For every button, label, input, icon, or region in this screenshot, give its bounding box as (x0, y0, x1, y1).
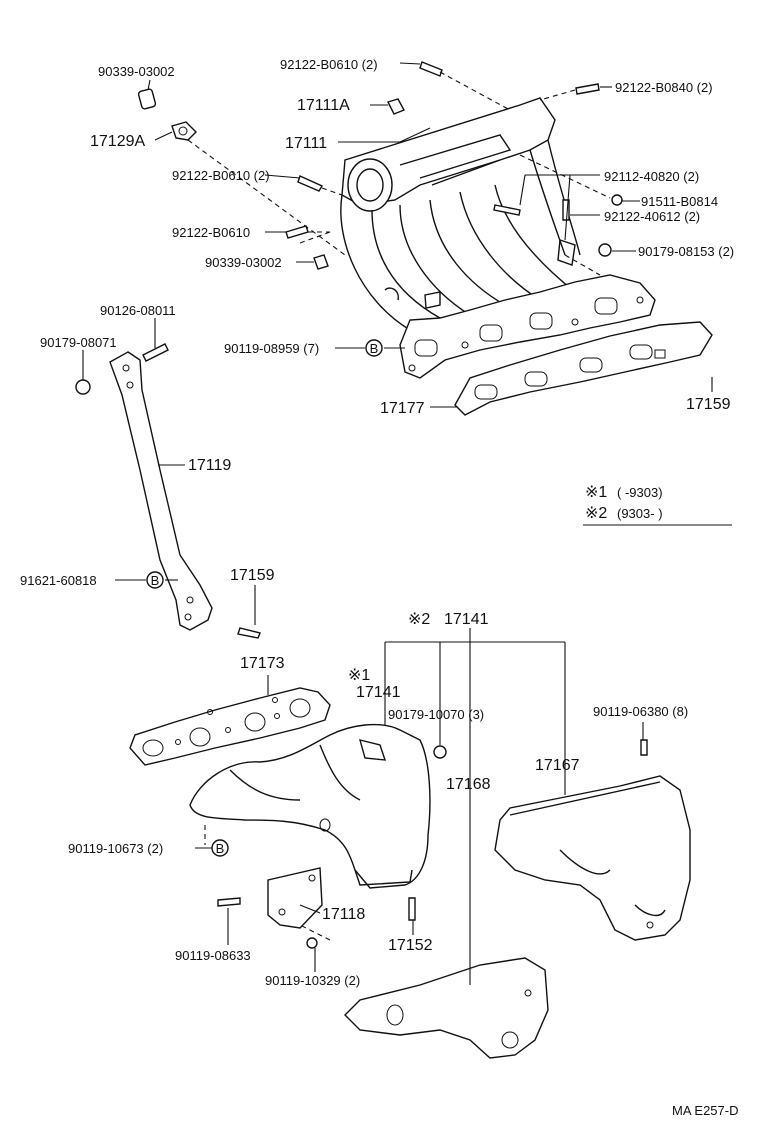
label-92122-40612: 92122-40612 (2) (604, 209, 700, 224)
circle-b-marker-3: B (211, 839, 229, 857)
label-17119: 17119 (188, 457, 231, 474)
exhaust-gasket-17173 (129, 687, 331, 766)
label-17167: 17167 (535, 757, 580, 774)
label-17141-2: 17141 (444, 611, 489, 628)
intake-gasket-17177 (454, 321, 713, 416)
label-17111A: 17111A (297, 97, 350, 114)
label-92122-B0610-2-top: 92122-B0610 (2) (280, 57, 378, 72)
label-90119-10329: 90119-10329 (2) (265, 973, 360, 988)
circle-b-marker-1: B (365, 339, 383, 357)
legend-mark-2: ※2 (585, 505, 607, 522)
legend-range-1: ( -9303) (617, 485, 663, 500)
exhaust-manifold-17141 (189, 723, 447, 921)
label-92112-40820: 92112-40820 (2) (604, 169, 699, 184)
heat-insulator-17168 (344, 957, 549, 1059)
label-mark-2-17141: ※2 (408, 611, 430, 628)
label-90126-08011: 90126-08011 (100, 303, 176, 318)
label-92122-B0610: 92122-B0610 (172, 225, 250, 240)
label-90179-10070: 90179-10070 (3) (388, 707, 484, 722)
manifold-bracket-17118 (217, 867, 323, 949)
label-91511-B0814: 91511-B0814 (641, 194, 718, 209)
label-90119-08959: 90119-08959 (7) (224, 341, 319, 356)
svg-text:B: B (370, 341, 379, 356)
label-90339-03002-mid: 90339-03002 (205, 255, 282, 270)
svg-text:B: B (216, 841, 225, 856)
label-17159-right: 17159 (686, 396, 731, 413)
legend-range-2: (9303- ) (617, 506, 663, 521)
label-90179-08153: 90179-08153 (2) (638, 244, 734, 259)
label-mark-1-17141: ※1 (348, 667, 370, 684)
label-90119-08633: 90119-08633 (175, 948, 251, 963)
label-17129A: 17129A (90, 133, 145, 150)
label-17141-1: 17141 (356, 684, 401, 701)
label-90179-08071: 90179-08071 (40, 335, 117, 350)
label-17173: 17173 (240, 655, 285, 672)
label-91621-60818: 91621-60818 (20, 573, 97, 588)
label-17159-left: 17159 (230, 567, 275, 584)
label-17118: 17118 (322, 906, 365, 923)
svg-text:B: B (151, 573, 160, 588)
heat-insulator-17167 (494, 739, 691, 941)
intake-manifold-17111 (340, 97, 656, 379)
label-92122-B0840: 92122-B0840 (2) (615, 80, 713, 95)
circle-b-marker-2: B (146, 571, 164, 589)
label-90119-10673: 90119-10673 (2) (68, 841, 163, 856)
label-90339-03002-top: 90339-03002 (98, 64, 175, 79)
manifold-stay-17119 (75, 343, 261, 639)
footer-code: MA E257-D (672, 1103, 738, 1118)
legend-mark-1: ※1 (585, 484, 607, 501)
dashed-guide-lines (187, 71, 611, 941)
label-90119-06380: 90119-06380 (8) (593, 704, 688, 719)
label-17111: 17111 (285, 135, 327, 152)
label-17152: 17152 (388, 937, 433, 954)
small-fasteners-top (137, 61, 623, 270)
model-legend: ※1 ( -9303) ※2 (9303- ) (583, 484, 732, 526)
label-92122-B0610-2-mid: 92122-B0610 (2) (172, 168, 270, 183)
label-17177: 17177 (380, 400, 425, 417)
leader-lines (82, 62, 713, 985)
label-17168: 17168 (446, 776, 491, 793)
